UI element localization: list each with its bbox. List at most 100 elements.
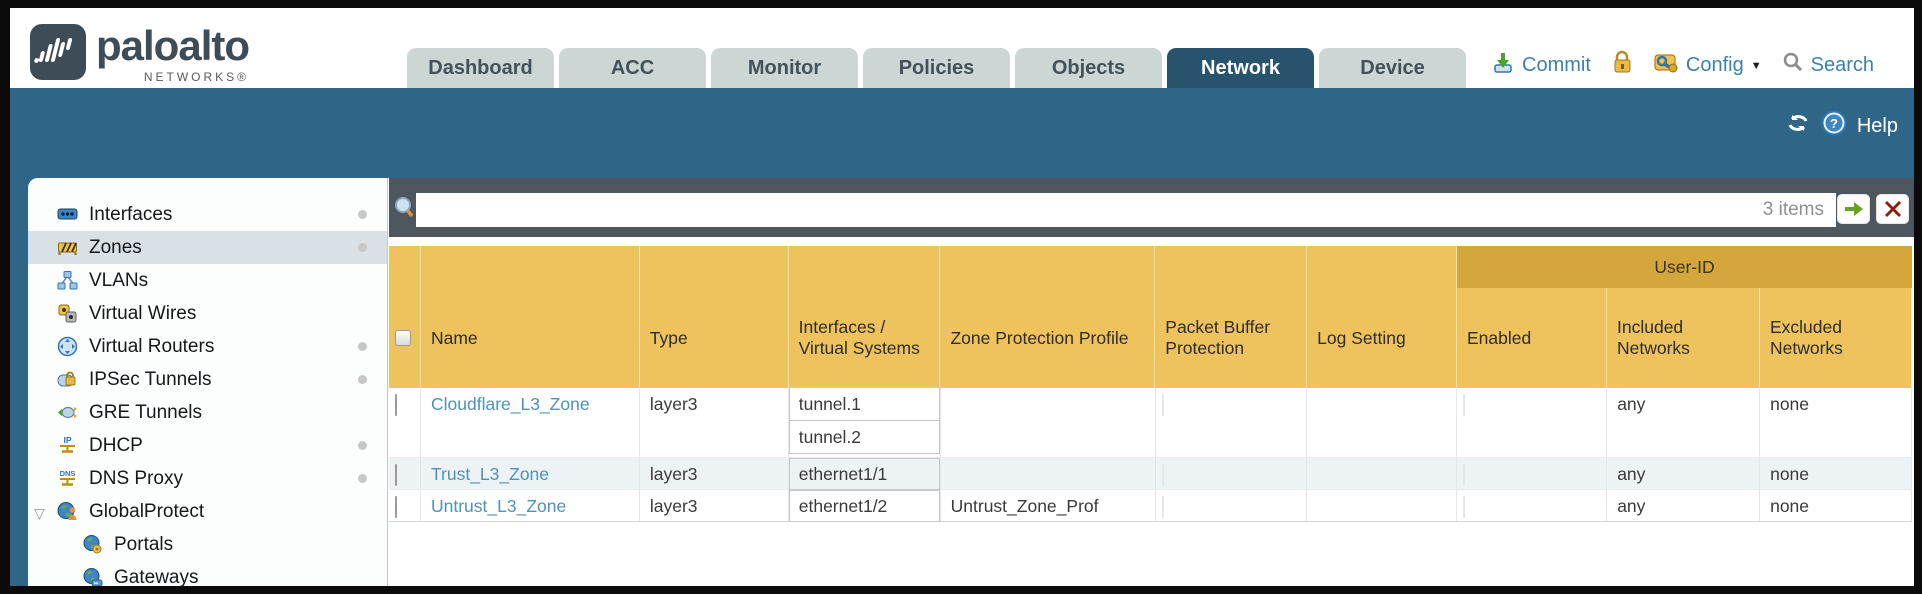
tab-dashboard[interactable]: Dashboard xyxy=(407,48,554,88)
search-icon xyxy=(1782,51,1804,79)
sidebar-item-label: Interfaces xyxy=(89,203,173,225)
excluded-networks-cell: none xyxy=(1760,388,1912,457)
item-dot xyxy=(358,342,367,351)
filter-input[interactable] xyxy=(416,195,1763,225)
user-id-enabled-checkbox xyxy=(1463,394,1466,416)
sidebar-item-label: GlobalProtect xyxy=(89,500,205,522)
select-all-checkbox[interactable] xyxy=(395,330,411,346)
filter-input-wrap: 3 items xyxy=(416,193,1836,227)
column-header-interfaces[interactable]: Interfaces / Virtual Systems xyxy=(789,246,941,388)
row-checkbox[interactable] xyxy=(395,464,397,486)
help-link[interactable]: Help xyxy=(1856,114,1898,137)
main-content: 3 items Name Type Interfaces / Virtual S… xyxy=(389,178,1914,586)
included-networks-cell: any xyxy=(1607,490,1761,521)
sidebar-item-interfaces[interactable]: Interfaces xyxy=(28,198,387,231)
zones-table: Name Type Interfaces / Virtual Systems Z… xyxy=(389,246,1912,522)
column-header-name[interactable]: Name xyxy=(421,246,640,388)
top-band: paloalto NETWORKS® Dashboard ACC Monitor… xyxy=(10,8,1914,88)
brand-networks: NETWORKS® xyxy=(143,70,250,84)
sidebar-item-dhcp[interactable]: IP DHCP xyxy=(28,429,387,462)
column-header-included-networks[interactable]: Included Networks xyxy=(1607,288,1760,388)
row-checkbox[interactable] xyxy=(395,496,397,518)
paloalto-logo-icon xyxy=(30,24,86,80)
interface-entry: ethernet1/2 xyxy=(788,490,940,522)
row-checkbox[interactable] xyxy=(395,394,397,416)
clear-filter-button[interactable] xyxy=(1876,194,1909,224)
sidebar-item-label: DHCP xyxy=(89,434,143,456)
column-header-excluded-networks[interactable]: Excluded Networks xyxy=(1760,288,1912,388)
paloalto-logo: paloalto NETWORKS® xyxy=(30,22,250,84)
sidebar-item-label: IPSec Tunnels xyxy=(89,368,212,390)
sidebar-item-globalprotect[interactable]: GlobalProtect xyxy=(28,495,387,528)
column-header-type[interactable]: Type xyxy=(640,246,789,388)
tab-objects[interactable]: Objects xyxy=(1015,48,1162,88)
brand-name: paloalto xyxy=(96,22,250,69)
interface-entry: tunnel.1 xyxy=(788,387,940,421)
main-nav-tabs: Dashboard ACC Monitor Policies Objects N… xyxy=(407,48,1466,88)
svg-text:IP: IP xyxy=(63,435,71,445)
zone-type-cell: layer3 xyxy=(640,458,789,489)
help-icon[interactable]: ? xyxy=(1821,110,1847,142)
tab-network[interactable]: Network xyxy=(1167,48,1314,88)
item-dot xyxy=(358,210,367,219)
zone-name-link[interactable]: Untrust_L3_Zone xyxy=(430,496,567,516)
gre-tunnels-icon xyxy=(57,402,78,423)
config-link[interactable]: Config xyxy=(1685,53,1744,76)
zones-icon xyxy=(57,237,78,258)
log-setting-cell xyxy=(1307,458,1458,489)
zone-type-cell: layer3 xyxy=(640,490,789,521)
search-link[interactable]: Search xyxy=(1810,53,1874,76)
tab-device[interactable]: Device xyxy=(1319,48,1466,88)
column-header-zone-protection-profile[interactable]: Zone Protection Profile xyxy=(940,246,1156,388)
column-header-enabled[interactable]: Enabled xyxy=(1457,288,1607,388)
zone-protection-profile-cell: Untrust_Zone_Prof xyxy=(941,490,1156,521)
tab-policies[interactable]: Policies xyxy=(863,48,1010,88)
portals-icon xyxy=(82,534,103,555)
zone-protection-profile-cell xyxy=(941,458,1156,489)
sidebar-item-dns-proxy[interactable]: DNS DNS Proxy xyxy=(28,462,387,495)
included-networks-cell: any xyxy=(1607,458,1761,489)
packet-buffer-protection-checkbox xyxy=(1161,496,1164,518)
expand-caret-icon[interactable] xyxy=(34,502,45,524)
sidebar-item-vlans[interactable]: VLANs xyxy=(28,264,387,297)
user-id-enabled-checkbox xyxy=(1463,464,1466,486)
globalprotect-icon xyxy=(57,501,78,522)
sidebar-item-label: Gateways xyxy=(114,566,199,587)
sidebar-item-zones[interactable]: Zones xyxy=(28,231,387,264)
vlans-icon xyxy=(57,270,78,291)
refresh-icon[interactable] xyxy=(1785,111,1811,141)
tab-acc[interactable]: ACC xyxy=(559,48,706,88)
item-dot xyxy=(358,243,367,252)
sidebar-item-portals[interactable]: Portals xyxy=(28,528,387,561)
included-networks-cell: any xyxy=(1607,388,1761,457)
config-icon xyxy=(1653,50,1679,80)
log-setting-cell xyxy=(1307,490,1458,521)
sidebar-nav: Interfaces Zones VLANs xyxy=(28,178,387,586)
item-dot xyxy=(358,474,367,483)
panos-web-ui: paloalto NETWORKS® Dashboard ACC Monitor… xyxy=(10,8,1914,586)
dhcp-icon: IP xyxy=(57,435,78,456)
log-setting-cell xyxy=(1307,388,1458,457)
column-header-packet-buffer-protection[interactable]: Packet Buffer Protection xyxy=(1155,246,1308,388)
apply-filter-button[interactable] xyxy=(1837,194,1870,224)
sidebar-item-virtual-routers[interactable]: Virtual Routers xyxy=(28,330,387,363)
tab-monitor[interactable]: Monitor xyxy=(711,48,858,88)
zone-name-link[interactable]: Trust_L3_Zone xyxy=(430,464,550,484)
zone-protection-profile-cell xyxy=(941,388,1156,457)
sidebar-item-virtual-wires[interactable]: Virtual Wires xyxy=(28,297,387,330)
table-row: Trust_L3_Zone layer3 ethernet1/1 any non… xyxy=(389,458,1912,490)
config-dropdown-caret[interactable] xyxy=(1751,54,1762,77)
sidebar-item-label: Zones xyxy=(89,236,142,258)
sidebar-item-gateways[interactable]: Gateways xyxy=(28,561,387,586)
ipsec-tunnels-icon xyxy=(57,369,78,390)
sidebar-item-label: Virtual Routers xyxy=(89,335,215,357)
item-dot xyxy=(358,441,367,450)
commit-link[interactable]: Commit xyxy=(1522,53,1591,76)
sidebar-item-ipsec-tunnels[interactable]: IPSec Tunnels xyxy=(28,363,387,396)
column-header-log-setting[interactable]: Log Setting xyxy=(1307,246,1457,388)
sidebar-item-gre-tunnels[interactable]: GRE Tunnels xyxy=(28,396,387,429)
zone-name-link[interactable]: Cloudflare_L3_Zone xyxy=(430,394,590,414)
excluded-networks-cell: none xyxy=(1760,490,1912,521)
user-id-group-header: User-ID xyxy=(1457,246,1912,288)
